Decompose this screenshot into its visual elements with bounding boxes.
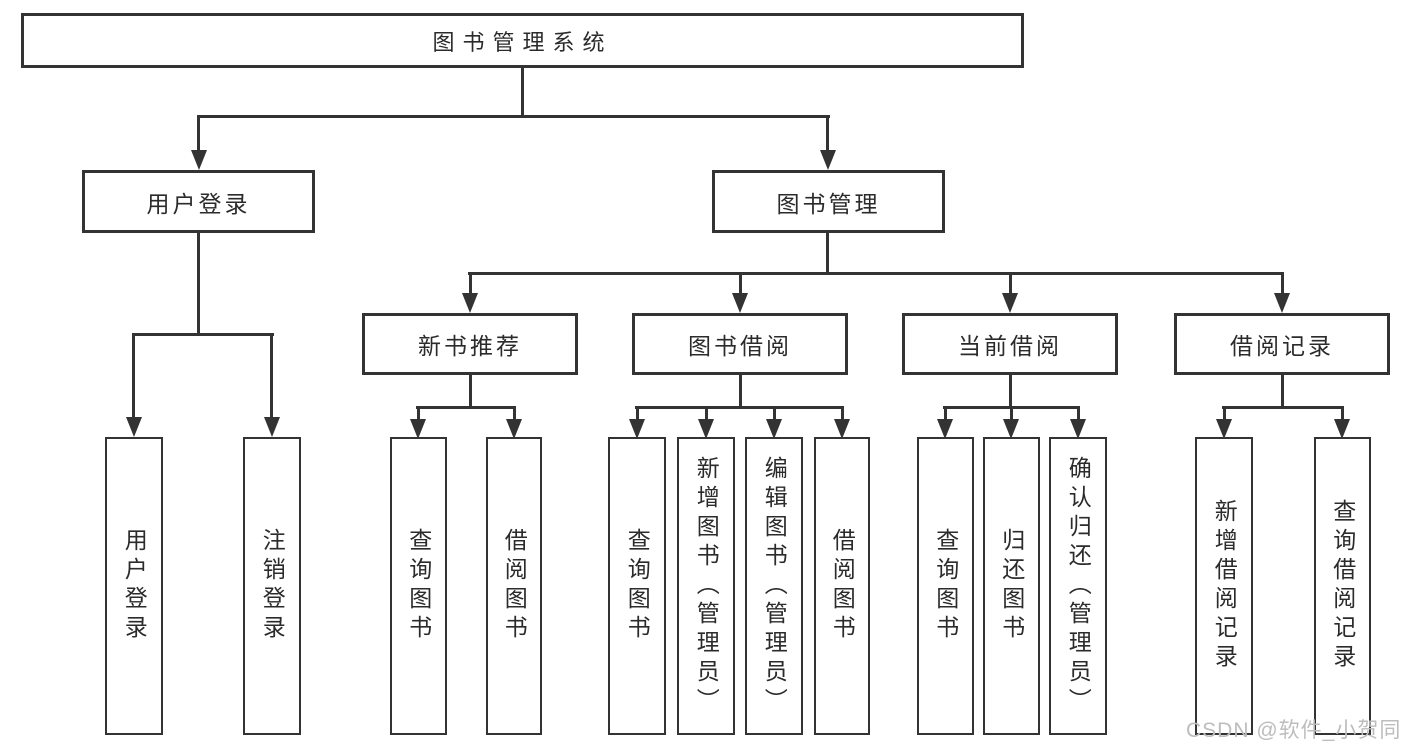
leaf-add-book-admin: 新增图书（管理员） (677, 437, 735, 735)
leaf-logout: 注销登录 (243, 437, 301, 735)
arrowhead-icon (1274, 293, 1290, 313)
connector-line (469, 373, 472, 408)
connector-line (705, 406, 708, 422)
connector-line (739, 272, 742, 296)
connector-line (826, 233, 829, 274)
node-current-borrow: 当前借阅 (902, 313, 1118, 375)
arrowhead-icon (629, 419, 645, 439)
csdn-watermark: CSDN @软件_小贺同学 (1186, 719, 1402, 742)
leaf-query-book-recommend: 查询图书 (390, 437, 447, 735)
arrowhead-icon (1003, 419, 1019, 439)
connector-line (841, 406, 844, 422)
arrowhead-icon (126, 417, 142, 437)
leaf-edit-book-admin: 编辑图书（管理员） (745, 437, 803, 735)
leaf-borrow-book-recommend: 借阅图书 (486, 437, 542, 735)
leaf-user-login: 用户登录 (105, 437, 163, 735)
connector-line (417, 406, 420, 422)
connector-line (1341, 406, 1344, 422)
connector-line (197, 233, 200, 335)
leaf-add-borrow-record: 新增借阅记录 (1195, 437, 1253, 735)
connector-line (1010, 406, 1013, 422)
arrowhead-icon (1334, 419, 1350, 439)
arrowhead-icon (506, 419, 522, 439)
connector-line (1281, 373, 1284, 408)
connector-line (636, 406, 639, 422)
connector-hline (1222, 406, 1344, 409)
connector-line (132, 333, 135, 419)
node-book-borrow: 图书借阅 (632, 313, 848, 375)
arrowhead-icon (766, 419, 782, 439)
arrowhead-icon (820, 150, 836, 170)
connector-line (197, 115, 200, 153)
node-borrow-record: 借阅记录 (1174, 313, 1390, 375)
node-book-management: 图书管理 (712, 170, 945, 233)
connector-line (1281, 272, 1284, 296)
arrowhead-icon (264, 417, 280, 437)
connector-line (944, 406, 947, 422)
node-book-management-system: 图书管理系统 (21, 13, 1024, 68)
leaf-query-borrow-record: 查询借阅记录 (1314, 437, 1371, 735)
arrowhead-icon (1070, 419, 1086, 439)
connector-root-stem (521, 66, 524, 117)
connector-hline (416, 406, 516, 409)
connector-line (826, 115, 829, 153)
arrowhead-icon (732, 293, 748, 313)
arrowhead-icon (834, 419, 850, 439)
connector-line (739, 373, 742, 408)
connector-hline (635, 406, 844, 409)
arrowhead-icon (698, 419, 714, 439)
node-new-book-recommend: 新书推荐 (362, 313, 578, 375)
leaf-return-book: 归还图书 (983, 437, 1040, 735)
leaf-query-book-current: 查询图书 (917, 437, 974, 735)
connector-line (513, 406, 516, 422)
connector-root-hline (197, 115, 830, 118)
arrowhead-icon (937, 419, 953, 439)
leaf-query-book-borrow: 查询图书 (608, 437, 666, 735)
leaf-borrow-book: 借阅图书 (814, 437, 870, 735)
connector-line (1009, 272, 1012, 296)
connector-line (469, 272, 472, 296)
connector-hline (132, 333, 274, 336)
connector-line (1077, 406, 1080, 422)
connector-line (773, 406, 776, 422)
arrowhead-icon (462, 293, 478, 313)
arrowhead-icon (191, 150, 207, 170)
arrowhead-icon (1002, 293, 1018, 313)
connector-hline (468, 272, 1284, 275)
node-user-login: 用户登录 (82, 170, 315, 233)
connector-line (1009, 373, 1012, 408)
connector-line (1223, 406, 1226, 422)
connector-line (270, 333, 273, 419)
leaf-confirm-return-admin: 确认归还（管理员） (1049, 437, 1107, 735)
arrowhead-icon (1216, 419, 1232, 439)
arrowhead-icon (410, 419, 426, 439)
